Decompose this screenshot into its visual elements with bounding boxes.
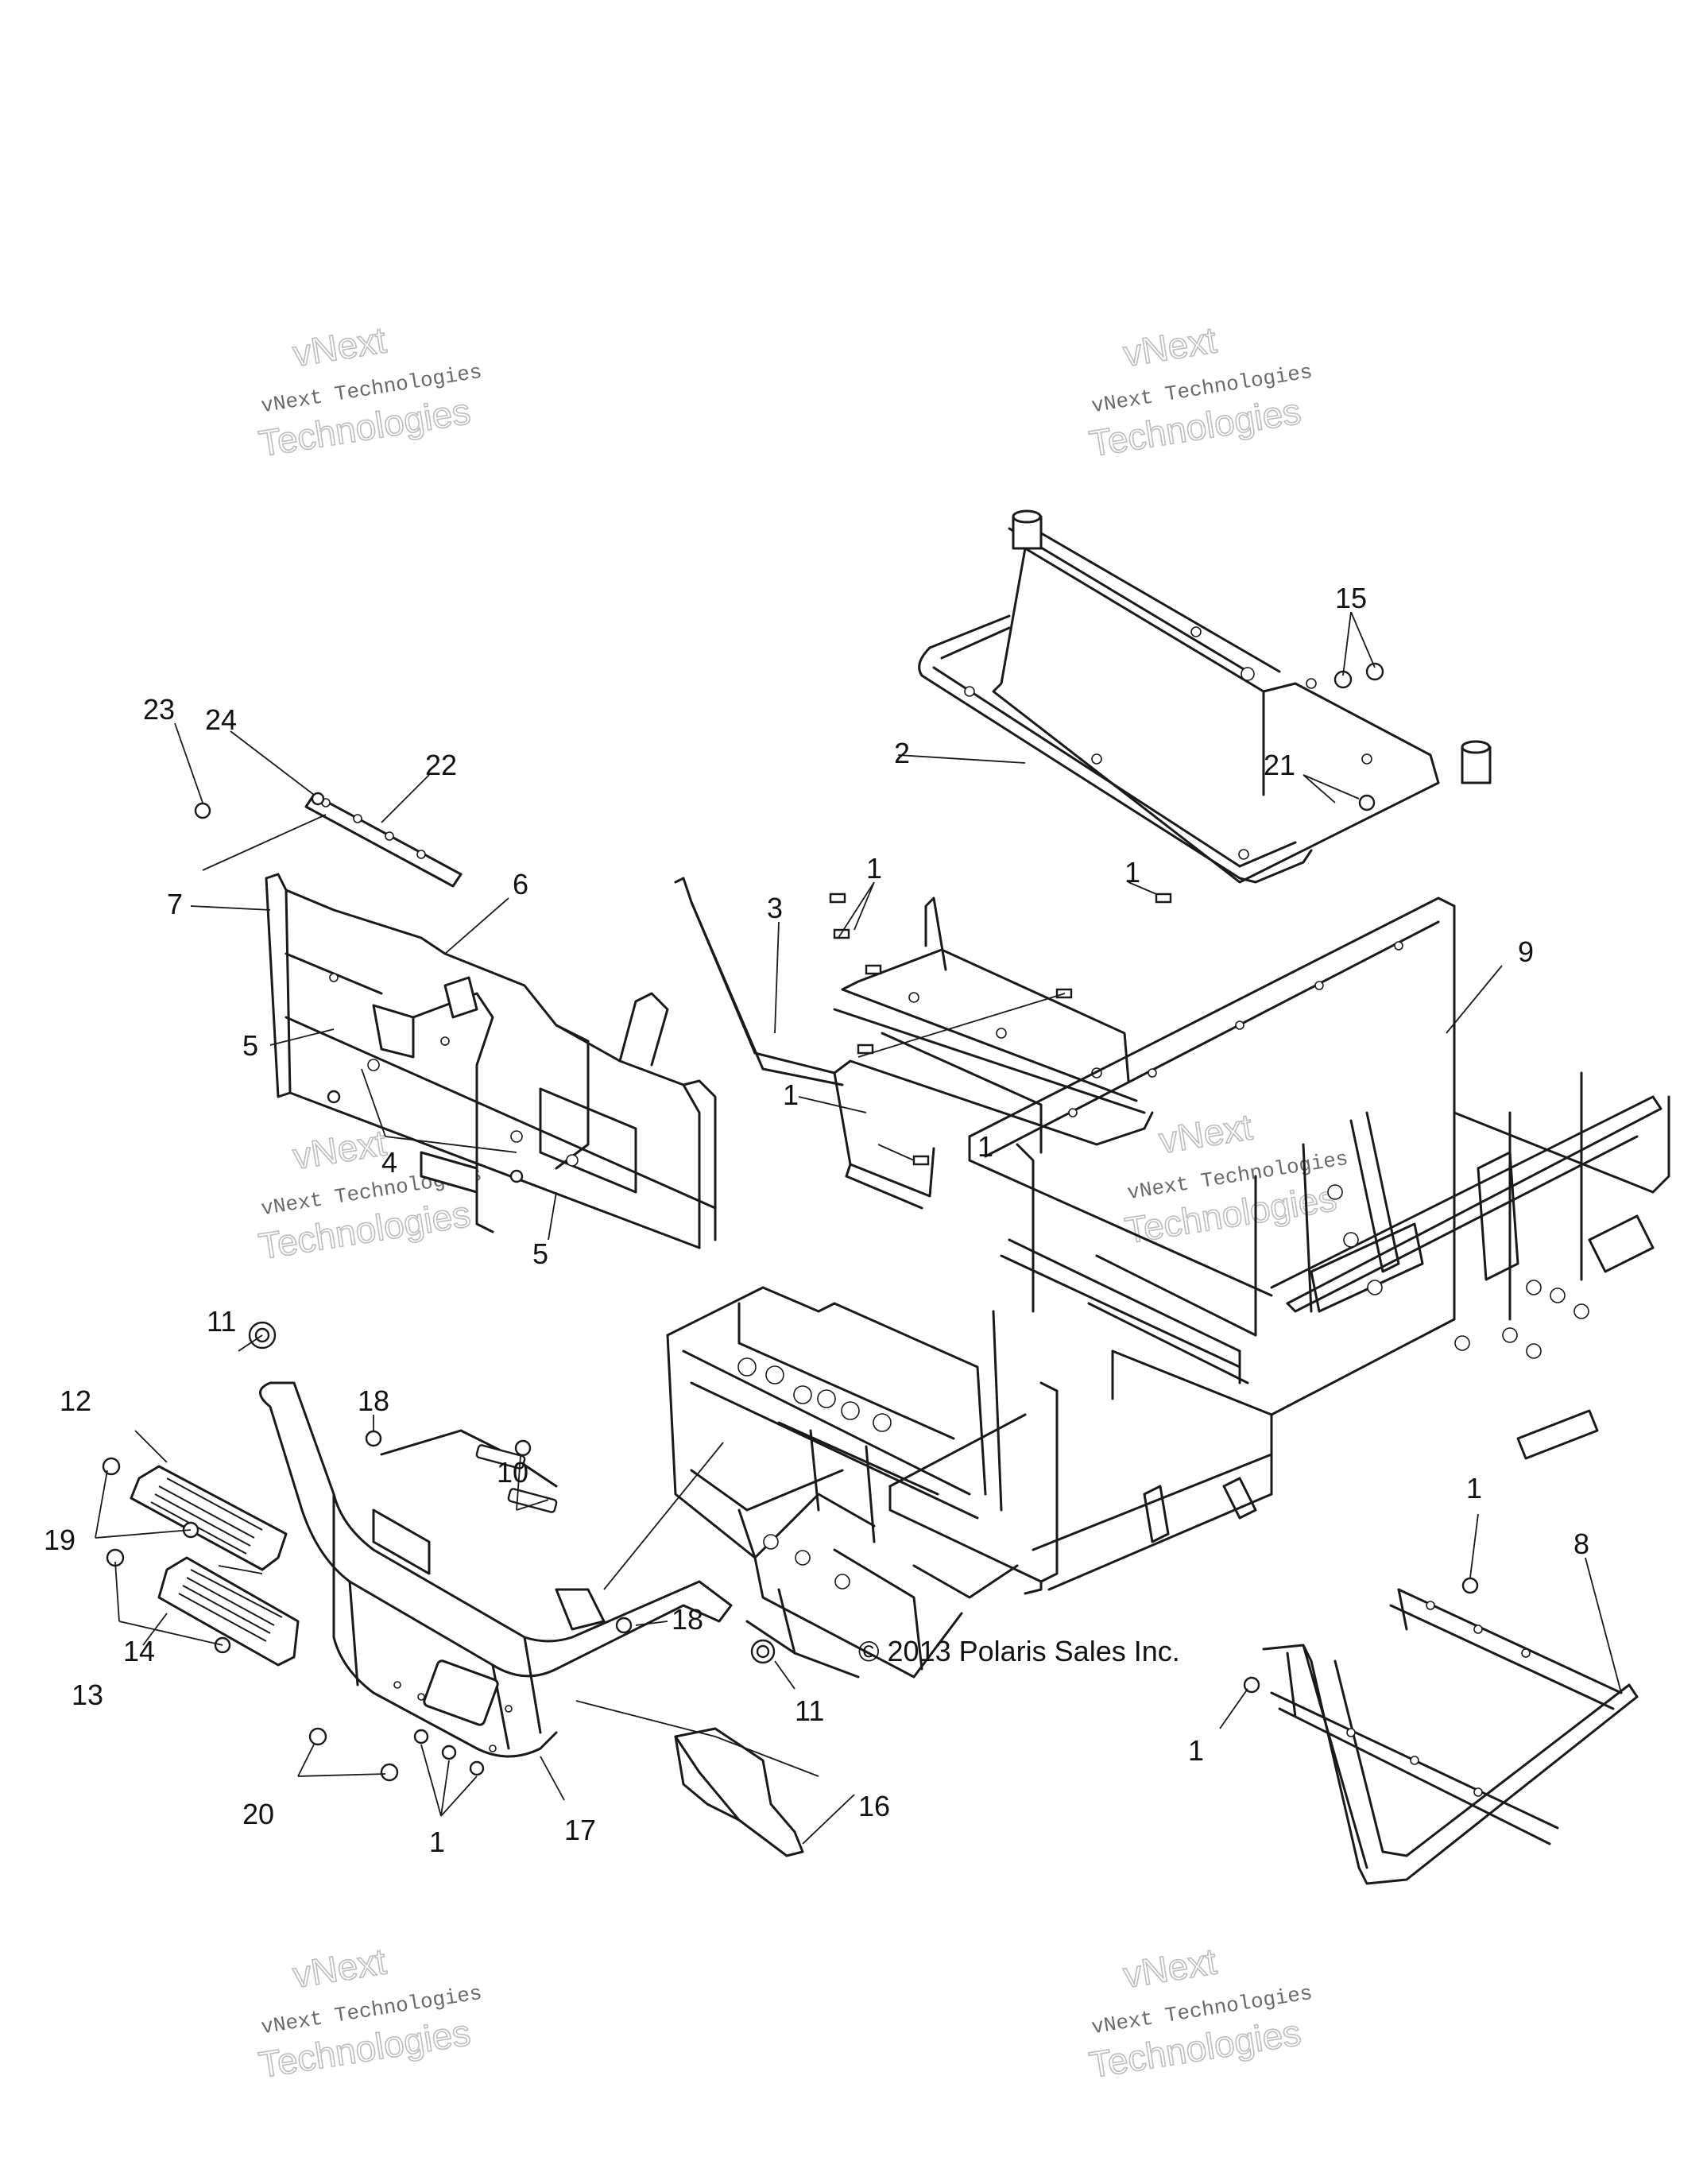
- callout-5-lower: 5: [532, 1237, 548, 1270]
- callout-24: 24: [205, 703, 237, 736]
- watermark-mid-left: vNext vNext Technologies Technologies: [255, 1121, 483, 1268]
- callout-16: 16: [858, 1790, 890, 1822]
- callout-22: 22: [425, 749, 457, 781]
- callout-13: 13: [72, 1679, 103, 1711]
- part-skid-plate: [674, 1727, 804, 1857]
- callout-18-lower: 18: [672, 1603, 703, 1636]
- callout-18-upper: 18: [358, 1384, 389, 1417]
- callout-11-upper: 11: [207, 1305, 236, 1338]
- callout-1-seat-left: 1: [783, 1078, 799, 1111]
- callout-23: 23: [143, 693, 175, 726]
- callout-1-bumper: 1: [429, 1826, 445, 1858]
- callout-17: 17: [564, 1814, 596, 1846]
- leader-lines: [95, 611, 1622, 1845]
- part-main-chassis: [666, 896, 1670, 1679]
- callout-8: 8: [1573, 1528, 1589, 1560]
- callout-3: 3: [767, 892, 783, 924]
- callout-5-upper: 5: [242, 1029, 258, 1062]
- callout-12: 12: [60, 1384, 91, 1417]
- watermark-brand: vNext: [290, 1121, 389, 1177]
- callout-1-rear-bottom: 1: [1188, 1734, 1204, 1767]
- callout-1-seat-right: 1: [1124, 856, 1140, 889]
- part-lower-grille: [157, 1556, 300, 1667]
- part-rear-cargo-frame: [918, 509, 1492, 884]
- watermark-bottom-left: vNext vNext Technologies Technologies: [255, 1940, 483, 2086]
- watermark-top-left: vNext vNext Technologies Technologies: [255, 319, 483, 465]
- callout-6: 6: [513, 868, 528, 900]
- fasteners: [102, 662, 1479, 1782]
- copyright-notice: © 2013 Polaris Sales Inc.: [858, 1635, 1180, 1667]
- watermark-brand: vNext: [1121, 319, 1219, 374]
- callout-2: 2: [894, 737, 910, 769]
- watermark-brand: vNext: [290, 319, 389, 374]
- callout-14: 14: [123, 1635, 155, 1667]
- callout-20: 20: [242, 1798, 274, 1830]
- part-front-bumper: [259, 1381, 733, 1758]
- callout-1-rear-top: 1: [1466, 1472, 1482, 1504]
- part-seat-support: [674, 877, 1154, 1210]
- callout-21: 21: [1264, 749, 1295, 781]
- watermark-mid-right: vNext vNext Technologies Technologies: [1121, 1106, 1349, 1252]
- part-upper-grille: [130, 1465, 288, 1571]
- watermark-bottom-right: vNext vNext Technologies Technologies: [1086, 1940, 1314, 2086]
- callout-1-seat-top: 1: [866, 852, 882, 885]
- part-front-frame: [265, 873, 717, 1249]
- watermark-top-right: vNext vNext Technologies Technologies: [1086, 319, 1314, 465]
- callout-10: 10: [497, 1456, 528, 1489]
- part-rear-bumper: [1262, 1588, 1639, 1885]
- callout-15: 15: [1335, 582, 1367, 614]
- part-strap: [304, 793, 463, 888]
- callout-1-seat-bottom: 1: [977, 1130, 993, 1163]
- watermark-brand: vNext: [1121, 1940, 1219, 1996]
- callout-11-lower: 11: [795, 1694, 824, 1727]
- callout-19: 19: [44, 1524, 75, 1556]
- callout-9: 9: [1518, 935, 1534, 968]
- callout-7: 7: [167, 888, 183, 920]
- watermark-brand: vNext: [290, 1940, 389, 1996]
- watermark-brand: vNext: [1156, 1106, 1255, 1161]
- callout-4: 4: [381, 1146, 397, 1179]
- callout-labels: 15 2 21 23 24 22 1 1 3 6 7 9 1 1 5 4 5 1…: [44, 582, 1589, 1858]
